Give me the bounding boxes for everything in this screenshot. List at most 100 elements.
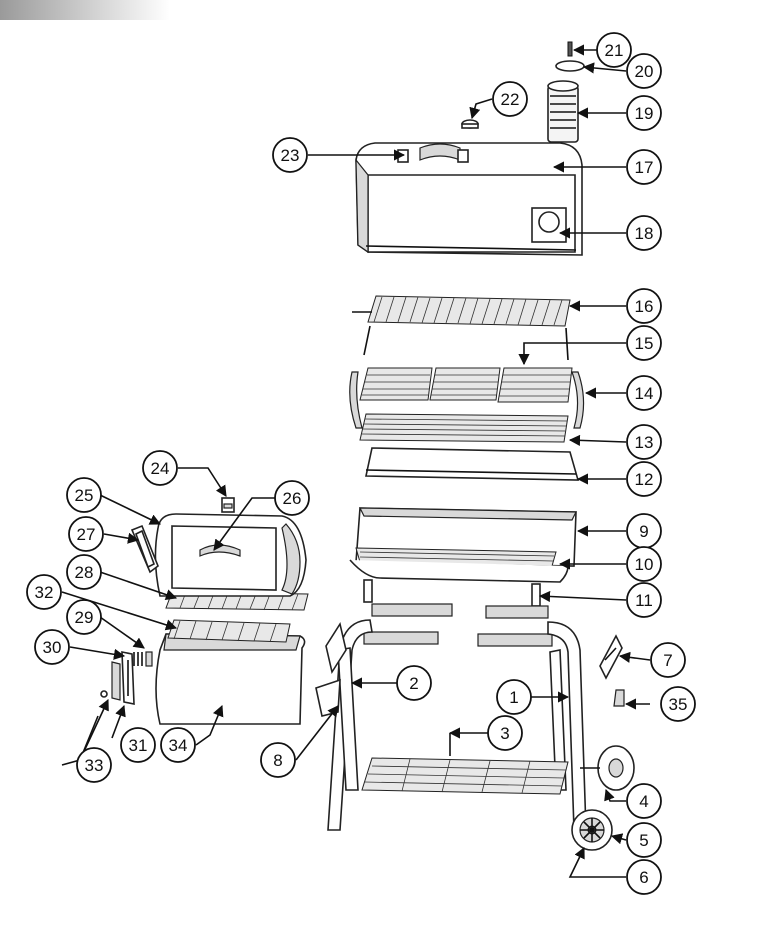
callout-29: 29 xyxy=(66,599,102,635)
callout-33: 33 xyxy=(76,747,112,783)
callout-27-label: 27 xyxy=(77,525,96,544)
part-3-bottom-shelf xyxy=(361,757,569,795)
callout-20: 20 xyxy=(626,53,662,89)
parts-drawing xyxy=(100,41,635,851)
callout-4-label: 4 xyxy=(639,792,648,811)
scan-corner-shade xyxy=(0,0,170,20)
part-14-side-rails xyxy=(349,371,585,429)
callout-27: 27 xyxy=(68,516,104,552)
part-25-side-lid xyxy=(154,513,307,597)
callout-10: 10 xyxy=(626,546,662,582)
part-34-side-firebox xyxy=(155,633,306,725)
callout-26-label: 26 xyxy=(283,489,302,508)
part-17-main-lid xyxy=(355,142,583,256)
callout-22-label: 22 xyxy=(501,90,520,109)
callout-30: 30 xyxy=(34,629,70,665)
part-19-chimney xyxy=(547,80,579,143)
part-30-31-33-hardware xyxy=(100,651,135,705)
callout-1: 1 xyxy=(496,679,532,715)
callout-24: 24 xyxy=(142,450,178,486)
callout-18: 18 xyxy=(626,215,662,251)
callout-32-label: 32 xyxy=(35,583,54,602)
part-21-screw xyxy=(567,41,573,57)
callout-23-label: 23 xyxy=(281,146,300,165)
callout-32: 32 xyxy=(26,574,62,610)
part-5-6-wheel xyxy=(571,809,613,851)
part-11-brackets xyxy=(363,579,541,607)
callout-2-label: 2 xyxy=(409,674,418,693)
callout-9: 9 xyxy=(626,513,662,549)
part-24-clip xyxy=(221,497,235,513)
callout-14-label: 14 xyxy=(635,384,654,403)
part-15-cooking-grates xyxy=(359,367,573,403)
callout-17: 17 xyxy=(626,149,662,185)
part-16-warming-rack xyxy=(352,295,571,361)
callout-23: 23 xyxy=(272,137,308,173)
callout-16: 16 xyxy=(626,288,662,324)
callout-31-label: 31 xyxy=(129,736,148,755)
callout-10-label: 10 xyxy=(635,555,654,574)
part-10-fire-grate xyxy=(349,547,569,583)
callout-25-label: 25 xyxy=(75,486,94,505)
callout-12-label: 12 xyxy=(635,470,654,489)
part-35-bracket xyxy=(613,689,625,707)
callout-21: 21 xyxy=(596,32,632,68)
callout-31: 31 xyxy=(120,727,156,763)
callout-35: 35 xyxy=(660,686,696,722)
callout-14: 14 xyxy=(626,375,662,411)
part-20-washer xyxy=(555,60,585,72)
callout-13-label: 13 xyxy=(635,433,654,452)
part-13-charcoal-grate xyxy=(359,413,569,443)
callout-2: 2 xyxy=(396,665,432,701)
callout-13: 13 xyxy=(626,424,662,460)
callout-12: 12 xyxy=(626,461,662,497)
part-1-2-cart-frame xyxy=(327,603,587,831)
callout-8-label: 8 xyxy=(273,751,282,770)
callout-3: 3 xyxy=(487,715,523,751)
callout-30-label: 30 xyxy=(43,638,62,657)
part-12-ash-pan xyxy=(365,447,580,481)
callout-15: 15 xyxy=(626,325,662,361)
callouts: 1 2 3 4 5 6 7 8 9 10 11 12 13 14 15 16 1… xyxy=(26,32,696,895)
callout-29-label: 29 xyxy=(75,608,94,627)
callout-28: 28 xyxy=(66,554,102,590)
callout-6: 6 xyxy=(626,859,662,895)
part-22-cap xyxy=(461,119,479,129)
callout-4: 4 xyxy=(626,783,662,819)
callout-11: 11 xyxy=(626,582,662,618)
callout-7: 7 xyxy=(650,642,686,678)
callout-5: 5 xyxy=(626,822,662,858)
part-29-damper xyxy=(133,651,153,667)
callout-20-label: 20 xyxy=(635,62,654,81)
callout-15-label: 15 xyxy=(635,334,654,353)
callout-5-label: 5 xyxy=(639,831,648,850)
callout-22: 22 xyxy=(492,81,528,117)
callout-24-label: 24 xyxy=(151,459,170,478)
callout-3-label: 3 xyxy=(500,724,509,743)
part-4-wheel xyxy=(580,745,635,791)
callout-19: 19 xyxy=(626,95,662,131)
leader-lines xyxy=(61,44,651,878)
part-32-small-charcoal-grate xyxy=(167,619,291,643)
callout-9-label: 9 xyxy=(639,522,648,541)
callout-17-label: 17 xyxy=(635,158,654,177)
part-27-handle xyxy=(130,524,159,574)
callout-26: 26 xyxy=(274,480,310,516)
callout-11-label: 11 xyxy=(635,591,653,610)
callout-33-label: 33 xyxy=(85,756,104,775)
callout-19-label: 19 xyxy=(635,104,654,123)
callout-34-label: 34 xyxy=(169,736,188,755)
callout-7-label: 7 xyxy=(663,651,672,670)
callout-35-label: 35 xyxy=(669,695,688,714)
callout-21-label: 21 xyxy=(605,41,624,60)
part-7-side-plate xyxy=(599,634,623,680)
callout-6-label: 6 xyxy=(639,868,648,887)
callout-18-label: 18 xyxy=(635,224,654,243)
callout-8: 8 xyxy=(260,742,296,778)
callout-16-label: 16 xyxy=(635,297,654,316)
callout-34: 34 xyxy=(160,727,196,763)
callout-25: 25 xyxy=(66,477,102,513)
callout-28-label: 28 xyxy=(75,563,94,582)
callout-1-label: 1 xyxy=(509,688,518,707)
